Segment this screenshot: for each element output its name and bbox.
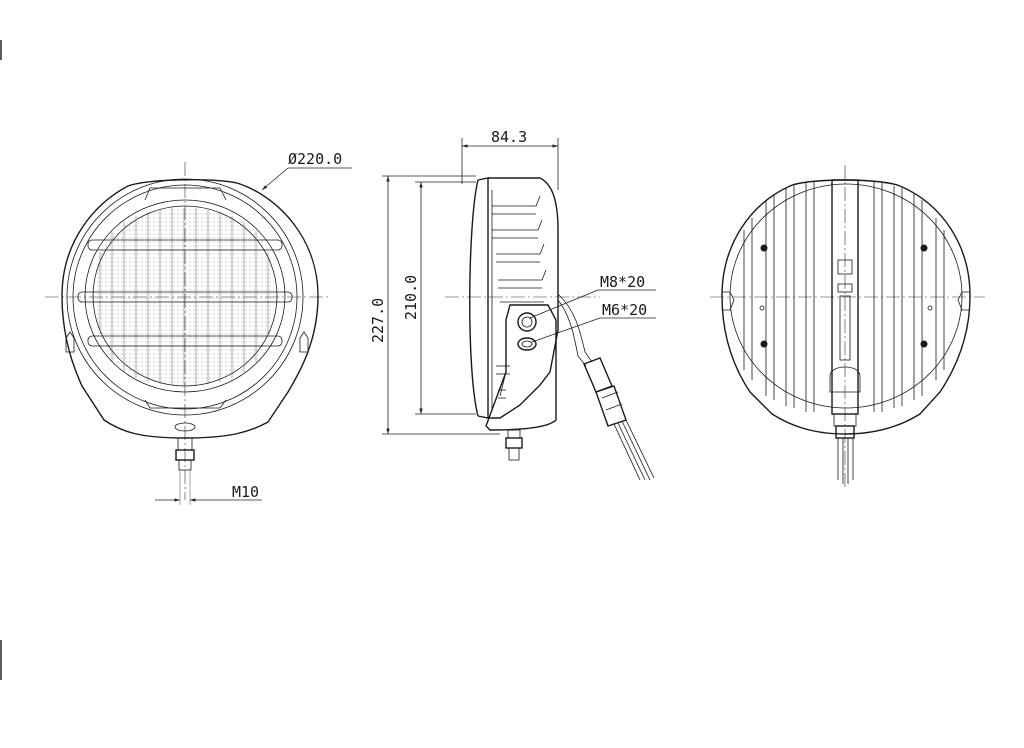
m8-label: M8*20 [600, 273, 645, 291]
depth-label: 84.3 [491, 128, 527, 146]
front-view: Ø220.0 M10 [45, 150, 352, 505]
rear-view [710, 165, 985, 490]
side-view: 84.3 227.0 210.0 [369, 128, 656, 481]
lens-height-label: 210.0 [402, 275, 420, 320]
m10-label: M10 [232, 483, 259, 501]
m6-label: M6*20 [602, 301, 647, 319]
overall-height-label: 227.0 [369, 298, 387, 343]
diameter-label: Ø220.0 [288, 150, 342, 168]
